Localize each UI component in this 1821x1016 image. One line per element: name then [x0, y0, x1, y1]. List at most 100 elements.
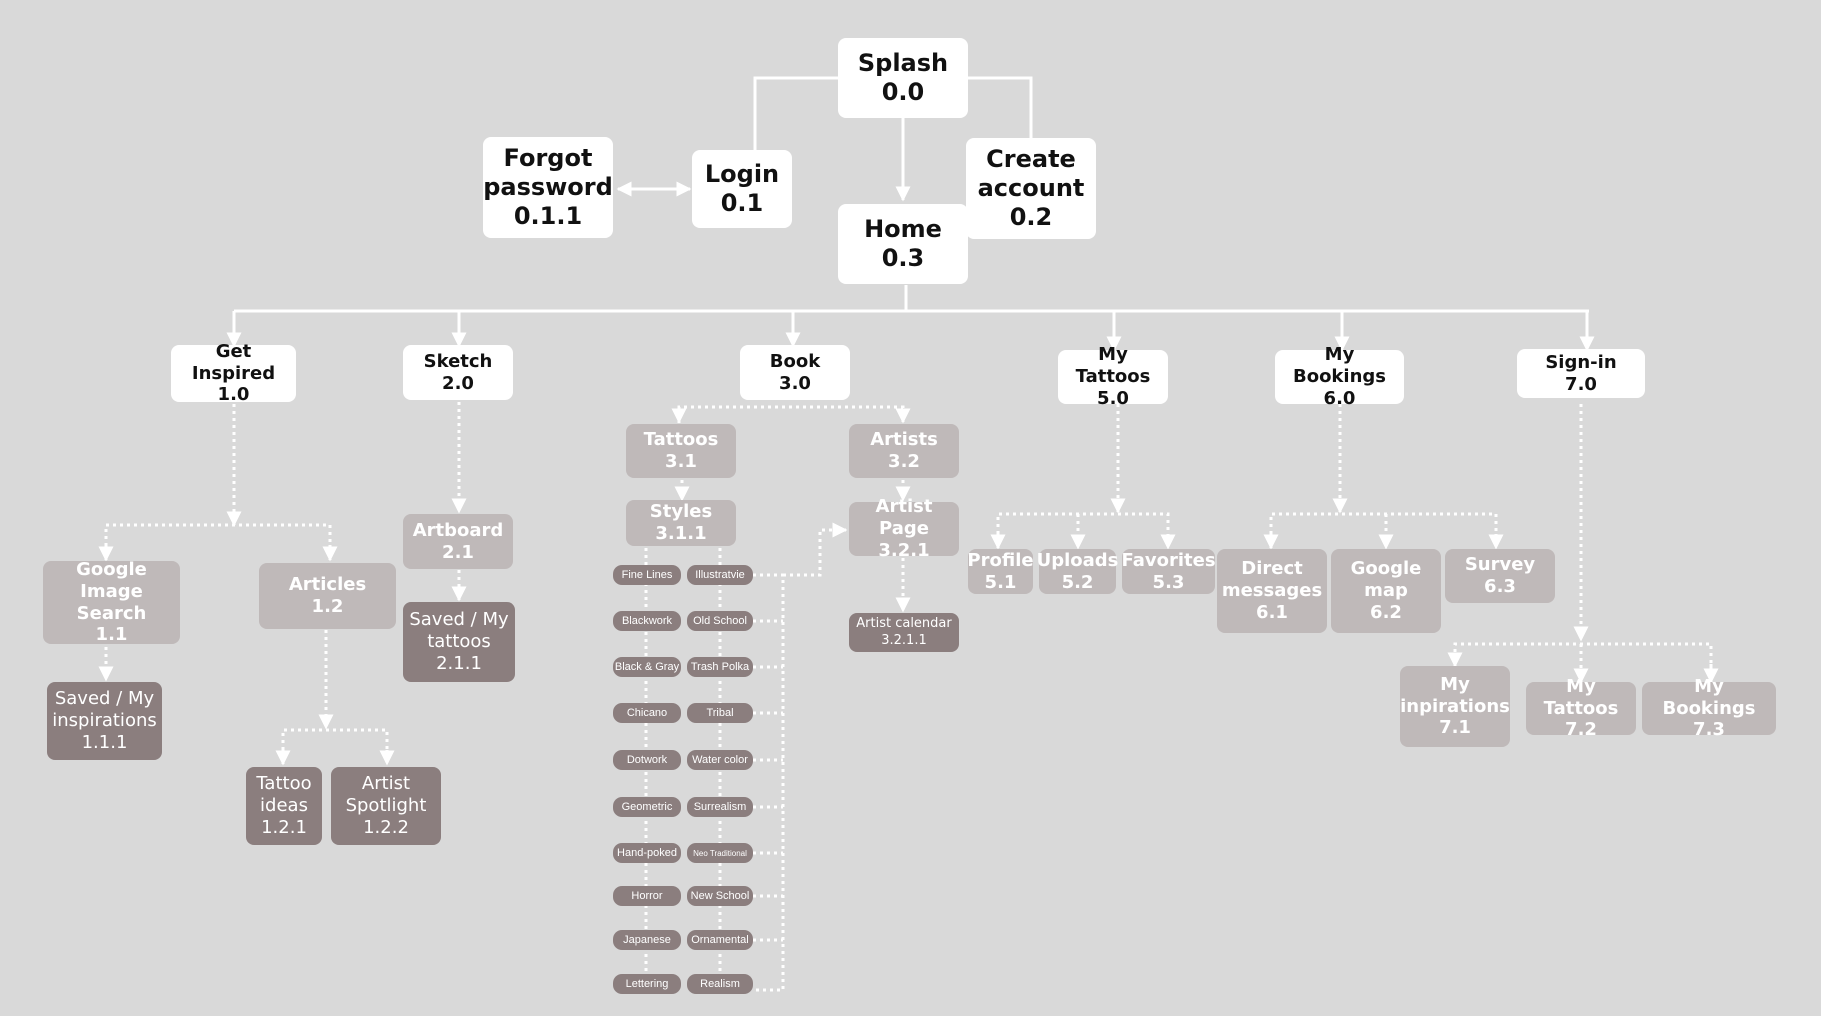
node-title: Sketch — [423, 350, 493, 372]
node-number: 3.2.1.1 — [881, 632, 927, 648]
node-number: 2.0 — [442, 372, 474, 394]
node-title: Forgot password — [483, 143, 613, 201]
style-pill: Geometric — [613, 797, 681, 817]
node-number: 5.0 — [1097, 387, 1129, 409]
node-number: 6.0 — [1323, 387, 1356, 409]
style-pill: Chicano — [613, 703, 681, 723]
node-number: 7.0 — [1565, 373, 1597, 395]
node-number: 1.1 — [95, 624, 128, 646]
node-title: My Bookings — [1292, 344, 1386, 388]
node-number: 3.2.1 — [878, 539, 930, 561]
node-number: 0.0 — [881, 78, 925, 106]
node-number: 2.1.1 — [436, 652, 482, 674]
node-number: 3.1.1 — [655, 523, 707, 544]
node-title: Artist Page — [875, 496, 933, 540]
node-number: 5.3 — [1152, 571, 1185, 593]
style-pill: Hand-poked — [613, 843, 681, 863]
style-pill: Neo Traditional — [687, 843, 753, 863]
style-pill: Illustratvie — [687, 565, 753, 585]
node-title: My Bookings — [1662, 675, 1756, 719]
node-number: 0.2 — [1009, 203, 1053, 232]
node-number: 2.1 — [442, 541, 474, 563]
node-title: Login — [704, 159, 780, 188]
style-pill: Realism — [687, 974, 753, 994]
node-title: Google Image Search — [76, 558, 147, 624]
node-number: 5.2 — [1061, 571, 1094, 593]
node-title: Home — [864, 214, 942, 243]
node-title: My inpirations — [1400, 673, 1510, 717]
node-title: Profile — [967, 549, 1034, 571]
node-number: 5.1 — [984, 571, 1017, 593]
node-number: 1.1.1 — [81, 731, 128, 753]
node-title: Saved / My tattoos — [409, 609, 509, 653]
style-pill: Old School — [687, 611, 753, 631]
node-number: 7.3 — [1693, 719, 1725, 741]
node-number: 7.1 — [1439, 717, 1471, 739]
node-number: 6.3 — [1484, 576, 1516, 597]
node-number: 0.1 — [720, 189, 764, 217]
node-title: Survey — [1464, 554, 1536, 576]
node-title: Artboard — [412, 519, 504, 541]
style-pill: Trash Polka — [687, 657, 753, 677]
style-pill: Tribal — [687, 703, 753, 723]
style-pill: Blackwork — [613, 611, 681, 631]
node-number: 7.2 — [1565, 719, 1597, 741]
node-title: Artist calendar — [856, 615, 952, 631]
style-pill: Horror — [613, 886, 681, 906]
node-number: 1.2 — [311, 596, 344, 617]
node-title: Artists — [870, 429, 938, 451]
node-number: 0.1.1 — [513, 202, 583, 231]
node-number: 1.2.2 — [363, 816, 409, 838]
node-title: My Tattoos — [1543, 675, 1619, 719]
style-pill: Fine Lines — [613, 565, 681, 585]
style-pill: Japanese — [613, 930, 681, 950]
style-pill: Water color — [687, 750, 753, 770]
node-title: Google map — [1350, 558, 1422, 602]
node-title: Book — [769, 350, 821, 372]
node-title: Favorites — [1121, 549, 1216, 571]
style-pill: Dotwork — [613, 750, 681, 770]
node-number: 3.0 — [779, 372, 811, 394]
node-title: Tattoos — [643, 429, 719, 451]
node-title: My Tattoos — [1075, 344, 1151, 388]
node-title: Artist Spotlight — [345, 773, 427, 817]
node-title: Styles — [649, 501, 713, 523]
node-number: 3.1 — [665, 451, 697, 472]
node-number: 6.2 — [1370, 601, 1402, 623]
node-title: Articles — [288, 574, 367, 596]
style-pill: Surrealism — [687, 797, 753, 817]
node-number: 6.1 — [1256, 601, 1288, 623]
node-title: Saved / My inspirations — [52, 688, 157, 732]
style-pill: New School — [687, 886, 753, 906]
